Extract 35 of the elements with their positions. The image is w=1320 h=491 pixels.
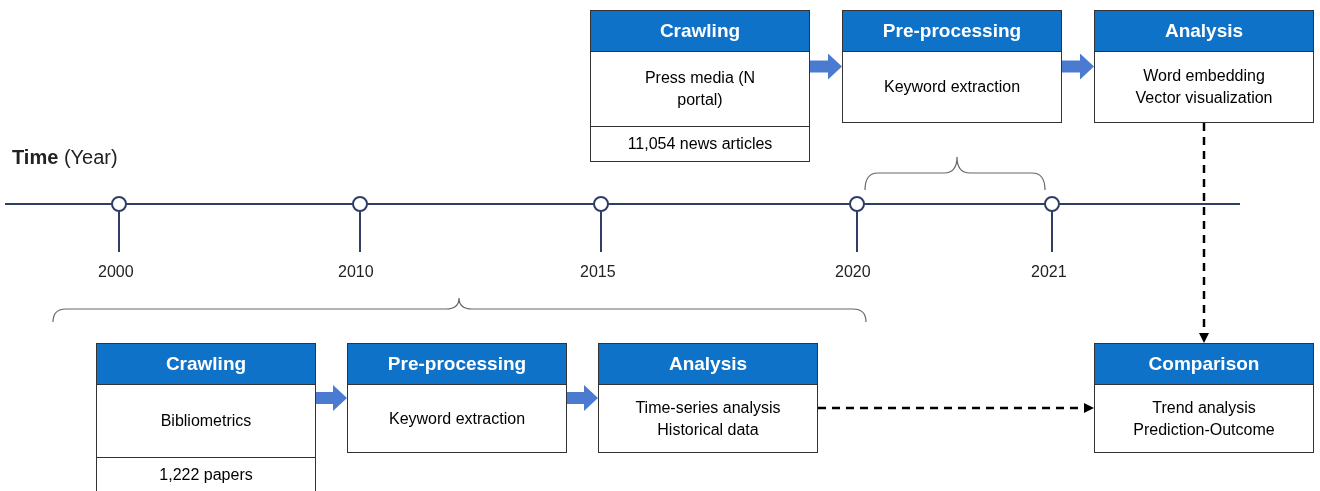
card-text: Keyword extraction [882,77,1022,97]
year-label: 2015 [580,263,616,281]
arrow [810,53,842,80]
card-header: Crawling [97,344,315,385]
arrow [1199,123,1209,343]
card-footer: 11,054 news articles [591,126,809,161]
card-text: Word embedding Vector visualization [1134,66,1274,108]
arrow [1062,53,1094,80]
card-header: Analysis [1095,11,1313,52]
process-card [1094,343,1314,453]
card-text: Keyword extraction [387,408,527,429]
axis-title: Time (Year) [12,146,118,169]
process-card [347,343,567,453]
year-label: 2000 [98,263,134,281]
card-header: Pre-processing [348,344,566,385]
card-footer: 1,222 papers [97,457,315,491]
process-card [590,10,810,162]
card-header: Comparison [1095,344,1313,385]
process-card [1094,10,1314,123]
process-card [96,343,316,491]
card-header: Pre-processing [843,11,1061,52]
card-text: Press media (N portal) [643,68,757,110]
year-label: 2020 [835,263,871,281]
card-text: Time-series analysis Historical data [634,397,782,440]
arrow [818,403,1094,413]
process-card [842,10,1062,123]
year-label: 2021 [1031,263,1067,281]
card-header: Analysis [599,344,817,385]
arrow [567,385,598,411]
arrow [316,385,347,411]
card-text: Trend analysis Prediction-Outcome [1132,397,1276,440]
year-label: 2010 [338,263,374,281]
process-card [598,343,818,453]
card-header: Crawling [591,11,809,52]
card-text: Bibliometrics [159,411,253,431]
